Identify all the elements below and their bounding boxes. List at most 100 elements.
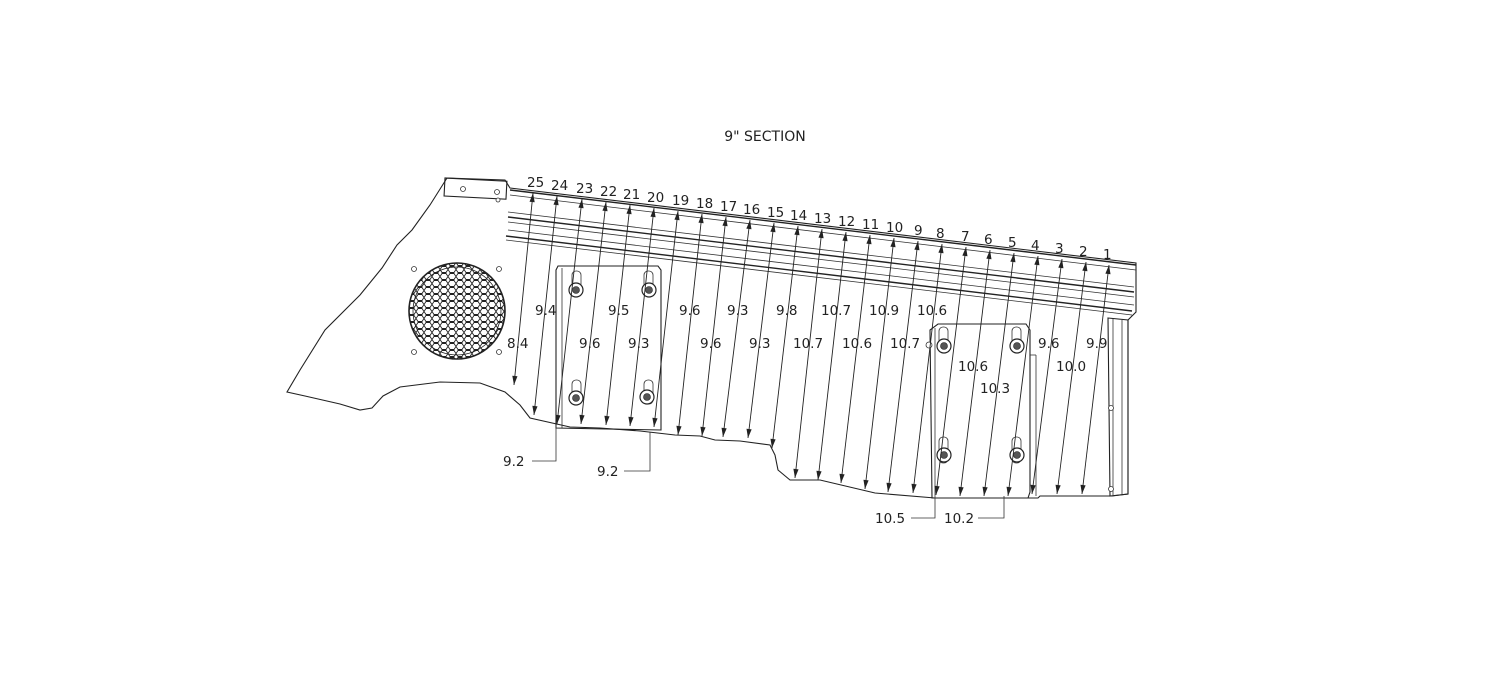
arrowhead-bottom bbox=[886, 482, 892, 492]
station-label: 24 bbox=[551, 178, 568, 194]
arrowhead-bottom bbox=[793, 468, 799, 478]
dimension-line bbox=[1081, 264, 1110, 495]
station-label: 14 bbox=[790, 208, 807, 224]
station-label: 16 bbox=[743, 202, 760, 218]
arrowhead-top bbox=[914, 241, 920, 251]
dimension-line bbox=[1007, 255, 1039, 497]
arrowhead-bottom bbox=[579, 414, 585, 424]
end-strap bbox=[1030, 317, 1129, 497]
station-label: 8 bbox=[936, 226, 945, 242]
arrowhead-bottom bbox=[721, 427, 727, 437]
callouts: 9.2 9.2 10.5 10.2 bbox=[503, 425, 1005, 527]
depth-label: 9.3 bbox=[727, 303, 748, 319]
arrowhead-top bbox=[770, 223, 776, 233]
dimension-line bbox=[747, 222, 775, 439]
station-label: 13 bbox=[814, 211, 831, 227]
arrowhead-top bbox=[626, 205, 632, 215]
station-label: 19 bbox=[672, 193, 689, 209]
arrowhead-bottom bbox=[700, 426, 706, 436]
arrowhead-top bbox=[1010, 253, 1016, 263]
dimension-line bbox=[722, 219, 751, 438]
arrowhead-bottom bbox=[1055, 484, 1061, 494]
depth-label: 10.6 bbox=[842, 336, 872, 352]
dimension-line bbox=[840, 234, 871, 484]
arrowhead-bottom bbox=[532, 405, 538, 415]
arrowhead-bottom bbox=[652, 417, 658, 427]
arrowhead-bottom bbox=[839, 473, 845, 483]
arrowhead-bottom bbox=[958, 486, 964, 496]
dimension-line bbox=[653, 210, 679, 428]
station-label: 20 bbox=[647, 190, 664, 206]
dimension-line bbox=[533, 195, 558, 416]
dimension-line bbox=[912, 243, 943, 494]
arrowhead-bottom bbox=[816, 470, 822, 480]
dimension-line bbox=[1056, 261, 1087, 495]
dimension-line bbox=[935, 246, 967, 496]
depth-label: 10.7 bbox=[821, 303, 851, 319]
arrowhead-top bbox=[578, 199, 584, 209]
station-label: 11 bbox=[862, 217, 879, 233]
arrowhead-bottom bbox=[512, 375, 518, 385]
depth-dimension-lines bbox=[512, 192, 1111, 497]
dimension-line bbox=[677, 213, 703, 436]
depth-label: 9.6 bbox=[679, 303, 700, 319]
arrowhead-top bbox=[1082, 262, 1088, 272]
section-title: 9" SECTION bbox=[724, 129, 805, 145]
depth-label: 10.3 bbox=[980, 381, 1010, 397]
station-label: 10 bbox=[886, 220, 903, 236]
arrowhead-bottom bbox=[911, 483, 917, 493]
station-label: 6 bbox=[984, 232, 993, 248]
arrowhead-top bbox=[842, 232, 848, 242]
arrowhead-top bbox=[866, 235, 872, 245]
top-rail bbox=[505, 189, 1137, 316]
callout-label: 9.2 bbox=[503, 454, 524, 470]
speaker-grille bbox=[408, 262, 506, 360]
arrowhead-top bbox=[722, 217, 728, 227]
arrowhead-bottom bbox=[604, 415, 610, 425]
dimension-line bbox=[983, 252, 1015, 497]
dimension-line bbox=[864, 237, 895, 490]
station-label: 15 bbox=[767, 205, 784, 221]
depth-label: 9.6 bbox=[700, 336, 721, 352]
bolt-icon bbox=[936, 338, 1025, 463]
depth-label: 8.4 bbox=[507, 336, 528, 352]
station-label: 18 bbox=[696, 196, 713, 212]
arrowhead-top bbox=[553, 196, 559, 206]
arrowhead-top bbox=[962, 247, 968, 257]
dimension-line bbox=[701, 216, 727, 437]
station-label: 4 bbox=[1031, 238, 1040, 254]
dimension-line bbox=[513, 192, 534, 386]
callout-label: 9.2 bbox=[597, 464, 618, 480]
station-label: 9 bbox=[914, 223, 923, 239]
arrowhead-bottom bbox=[746, 428, 752, 438]
arrowhead-top bbox=[1034, 256, 1040, 266]
dimension-line bbox=[771, 225, 799, 449]
station-label: 25 bbox=[527, 175, 544, 191]
dimension-line bbox=[959, 249, 991, 497]
station-label: 1 bbox=[1103, 247, 1112, 263]
arrowhead-bottom bbox=[982, 486, 988, 496]
station-numbers: 25 24 23 22 21 20 19 18 17 16 15 14 13 1… bbox=[527, 175, 1112, 263]
arrowhead-bottom bbox=[770, 438, 776, 448]
depth-label: 9.5 bbox=[608, 303, 629, 319]
dimension-line bbox=[556, 198, 583, 425]
dimension-line bbox=[629, 207, 655, 427]
depth-label: 10.9 bbox=[869, 303, 899, 319]
arrowhead-bottom bbox=[1006, 486, 1012, 496]
station-label: 7 bbox=[961, 229, 970, 245]
station-label: 23 bbox=[576, 181, 593, 197]
arrowhead-top bbox=[650, 208, 656, 218]
arrowhead-top bbox=[1058, 259, 1064, 269]
depth-label: 10.7 bbox=[793, 336, 823, 352]
station-label: 3 bbox=[1055, 241, 1064, 257]
arrowhead-top bbox=[1105, 265, 1111, 275]
arrowhead-top bbox=[674, 211, 680, 221]
arrowhead-bottom bbox=[555, 414, 561, 424]
arrowhead-top bbox=[986, 250, 992, 260]
arrowhead-bottom bbox=[676, 425, 682, 435]
arrowhead-top bbox=[818, 229, 824, 239]
depth-label: 9.6 bbox=[579, 336, 600, 352]
arrowhead-bottom bbox=[863, 479, 869, 489]
depth-label: 10.0 bbox=[1056, 359, 1086, 375]
